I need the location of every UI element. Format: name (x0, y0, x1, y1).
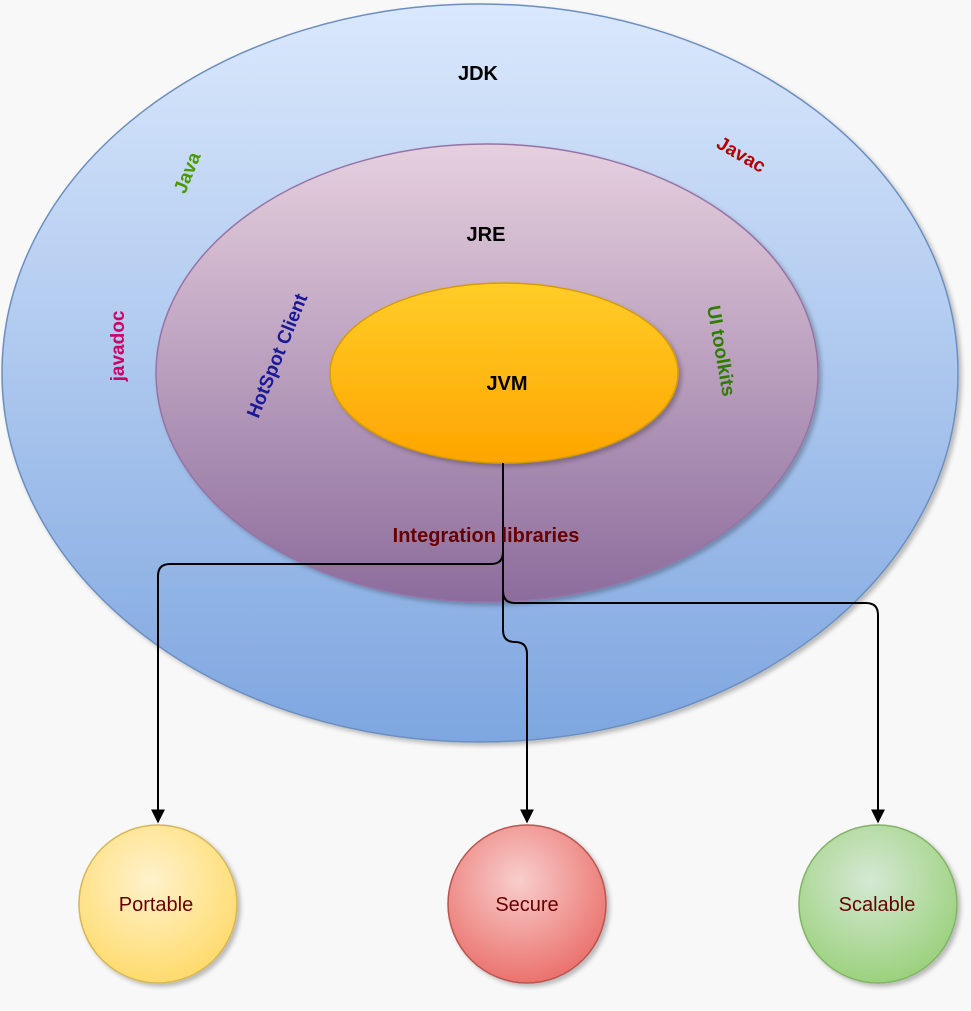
jre-title: JRE (467, 224, 506, 246)
secure-label: Secure (495, 894, 558, 916)
scalable-label: Scalable (839, 894, 916, 916)
jdk-javadoc-label: javadoc (108, 310, 129, 382)
connector-secure (502, 463, 534, 824)
feature-scalable: Scalable (798, 824, 958, 984)
portable-label: Portable (119, 894, 194, 916)
jre-integration-label: Integration libraries (393, 525, 580, 547)
jvm-title: JVM (486, 373, 527, 395)
feature-portable: Portable (78, 824, 238, 984)
scalable-circle (798, 824, 958, 984)
jdk-title: JDK (458, 63, 499, 85)
connectors (151, 463, 885, 824)
portable-circle (78, 824, 238, 984)
secure-circle (447, 824, 607, 984)
connector-scalable (502, 463, 885, 824)
feature-secure: Secure (447, 824, 607, 984)
